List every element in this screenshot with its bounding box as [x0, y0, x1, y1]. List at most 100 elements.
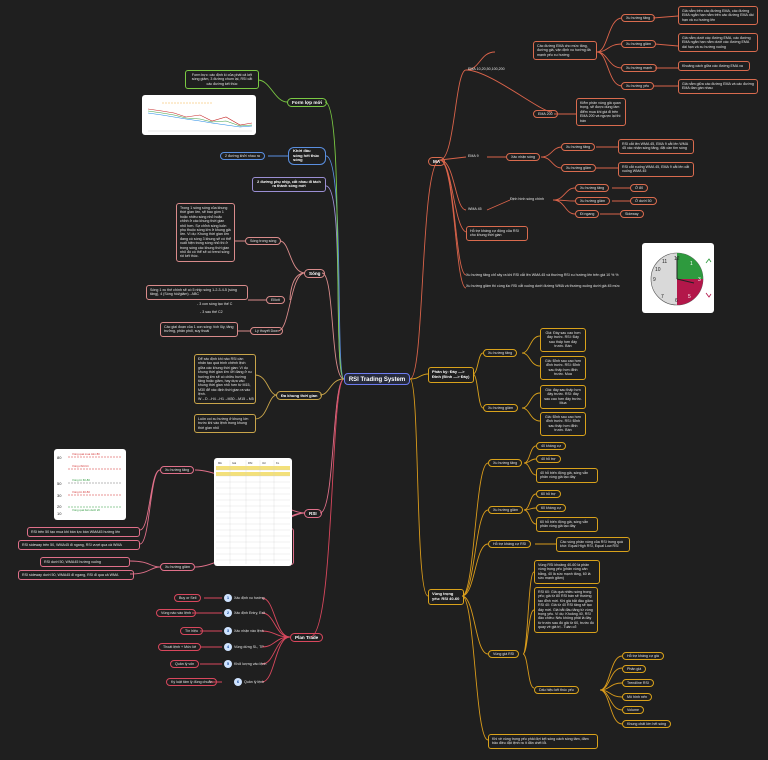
ma-wma45-tang[interactable]: Xu hướng tăng — [575, 184, 610, 193]
ma-ema9-giam-desc: RSI cắt xuống WMA 45, EMA 9 cắt lên cắt … — [618, 162, 694, 177]
ma-wma45-giam[interactable]: Xu hướng giảm — [575, 197, 610, 206]
rsi-table-card: Mã Giá RSI Vol KL — [214, 458, 292, 566]
phanky-tang-b: Giá: Đỉnh sau cao hơn đỉnh trước. RSI: Đ… — [540, 356, 586, 380]
ma-wma45-ngang-val: Sideway — [620, 210, 644, 219]
plan-topic[interactable]: Plan Trade — [290, 633, 324, 643]
vung-rsi-b: RSI 60: Giá quá nhiều sóng trong yếu; gi… — [534, 587, 598, 633]
rsi-giam[interactable]: Xu hướng giảm — [160, 563, 195, 572]
vung-tang-item-0: 40 kháng cự — [536, 442, 566, 451]
ma-clock-card: 12 1 3 5 6 7 9 10 11 — [642, 243, 714, 313]
plan-step-right-1: Xác định xu hướng — [234, 596, 265, 600]
clock-diagram: 12 1 3 5 6 7 9 10 11 — [650, 252, 712, 306]
phanky-topic[interactable]: Phân kỳ: Đáy —> Đỉnh (Đỉnh —> Đáy) — [428, 367, 474, 383]
song-elliott[interactable]: Elliott — [266, 296, 285, 305]
rsi-level-80: 80 — [57, 455, 62, 460]
rsi-level-20: 20 — [57, 504, 62, 509]
rsi-giam-b: RSI sideway dưới 50, WMA45 đi ngang, RSI… — [18, 570, 134, 581]
rsi-legend-3: Vùng từ 40-50 — [72, 490, 90, 494]
clock-num-10: 10 — [655, 267, 661, 273]
vung-giam[interactable]: Xu hướng giảm — [488, 506, 523, 515]
rsi-tang-b: RSI sideway trên 50, WMA45 đi ngang, RSI… — [18, 540, 140, 551]
rsi-levels-diagram: 80 50 30 20 10 Vùng quá mua trên 80 Vùng… — [57, 452, 122, 516]
vung-giam-item-2: 60 hỗ biến động giá, sóng vẫn phân vùng … — [536, 517, 598, 532]
ma-ema9[interactable]: EMA 9 — [468, 154, 479, 158]
ma-ema200[interactable]: EMA 200 — [533, 110, 558, 119]
song-lythuyet[interactable]: Lý thuyết Dow — [250, 327, 283, 336]
phanky-tang[interactable]: Xu hướng tăng — [483, 349, 518, 358]
rsi-level-30: 30 — [57, 493, 62, 498]
ma-ema200-desc: Kiểm phân vùng giá quan trọng, sẽ được d… — [576, 98, 626, 127]
ma-ema9-giam[interactable]: Xu hướng giảm — [561, 164, 596, 173]
ma-topic[interactable]: MA — [428, 157, 446, 167]
rsi-tang[interactable]: Xu hướng tăng — [160, 466, 195, 475]
plan-step-left-3: Tín hiệu — [180, 627, 203, 636]
ma-ema-manh[interactable]: Xu hướng mạnh — [621, 64, 658, 73]
rsi-table-h1: Giá — [232, 461, 237, 465]
rsi-legend-4: Vùng quá bán dưới 20 — [72, 508, 100, 512]
song-bang[interactable]: Sóng trong sóng — [245, 237, 282, 246]
root-topic[interactable]: RSI Trading System — [344, 373, 410, 385]
ma-ema-yeu[interactable]: Xu hướng yếu — [621, 82, 654, 91]
ma-ema-tang[interactable]: Xu hướng tăng — [621, 14, 656, 23]
vung-footer: Khi về vùng trọng yếu phải đợi kết sóng … — [488, 734, 598, 749]
rsi-topic[interactable]: RSI — [304, 509, 322, 519]
ma-ema-giam[interactable]: Xu hướng giảm — [621, 40, 656, 49]
plan-step-left-5: Quản lý vốn — [170, 660, 200, 669]
rsi-legend-card: 80 50 30 20 10 Vùng quá mua trên 80 Vùng… — [54, 449, 126, 520]
song-elliott-b: - 3 sau thế C2 — [200, 310, 223, 314]
ma-ema-giam-desc: Giá nằm dưới các đường EMA, các đường EM… — [678, 33, 758, 53]
vung-dau-hieu-1: Phân giá — [622, 665, 647, 674]
song-topic[interactable]: Sóng — [304, 269, 326, 279]
plan-step-num-6: 6 — [234, 678, 242, 686]
rsi-table-h4: KL — [276, 461, 280, 465]
phanky-tang-a: Giá: Đáy sau cao hơn đáy trước. RSI: Đáy… — [540, 328, 586, 352]
vung-topic[interactable]: Vùng trọng yếu: RSI 40-60 — [428, 589, 464, 605]
plan-step-num-2: 2 — [224, 609, 232, 617]
vung-dau-hieu-4: Volume — [622, 706, 644, 715]
vung-tang-item-1: 40 hỗ trợ — [536, 455, 561, 464]
rsi-legend-2: Vùng từ 60-80 — [72, 478, 90, 482]
rsi-table-h3: Vol — [262, 461, 266, 465]
form-chart-card — [142, 95, 256, 135]
phanky-giam-b: Giá: Đỉnh sau cao hơn đỉnh trước. RSI: Đ… — [540, 412, 586, 436]
plan-step-num-5: 5 — [224, 660, 232, 668]
ma-ema-yeu-desc: Giá nằm giữa các đường EMA và các đường … — [678, 79, 758, 94]
ma-ema9-usage[interactable]: Xác nhận sóng — [506, 153, 540, 162]
ma-ema-group[interactable]: EMA 10,20,50,100,200 — [468, 67, 505, 71]
clock-num-7: 7 — [661, 294, 664, 300]
ma-wma45-ngang[interactable]: Đi ngang — [575, 210, 600, 219]
ma-wma45-giam-val: Ở dưới 50 — [630, 197, 657, 206]
ma-wma45[interactable]: WMA 45 — [468, 207, 482, 211]
rsi-legend-0: Vùng quá mua trên 80 — [72, 452, 100, 456]
ma-ema9-tang[interactable]: Xu hướng tăng — [561, 143, 596, 152]
song-lythuyet-desc: Các giai đoạn của 1 con sóng: tích lũy, … — [160, 322, 238, 337]
plan-step-left-1: Buy or Sell — [174, 594, 202, 603]
song-elliott-a: - 3 con sóng tạo thế C — [197, 302, 233, 306]
ma-note-down: Xu hướng giảm thì cùng lúc RSI cắt xuống… — [466, 284, 620, 288]
vung-dau-hieu-3: Mô hình nến — [622, 693, 652, 702]
plan-step-left-4: Thoát lệnh + Mức lời — [158, 643, 202, 652]
clock-num-3: 3 — [698, 277, 701, 283]
vung-dau-hieu[interactable]: Dấu hiệu kết thúc yếu — [534, 686, 579, 695]
song-elliott-desc: Sóng 1 xu thế chính sẽ có 5 nhịp sóng 1-… — [146, 285, 248, 300]
rsi-tang-a: RSI trên 50 tạo mua khi bán lực bán WMA4… — [27, 527, 140, 538]
timeframe-topic[interactable]: Đa khung thời gian — [276, 391, 323, 401]
form-chart-image — [147, 102, 253, 132]
vung-hotro[interactable]: Hỗ trợ kháng cự RSI — [488, 540, 532, 549]
ma-wma45-tang-val: Ở 80 — [630, 184, 649, 193]
plan-step-right-6: Quản lý lệnh — [244, 680, 265, 684]
vung-rsi[interactable]: Vùng giá RSI — [488, 650, 520, 659]
khoidau-cross[interactable]: 2 đường phụ nhịp, cắt nhau đi tách ra th… — [252, 177, 326, 192]
timeframe-desc2: Luôn coi xu hướng ở khung lớn trước khi … — [194, 414, 256, 434]
rsi-giam-a: RSI dưới 50, WMA45 hướng xuống — [40, 557, 130, 568]
clock-num-6: 6 — [675, 298, 678, 304]
khoidau-topic[interactable]: Khởi đầu sóng hết thúc sóng — [288, 147, 326, 165]
ma-note-up: Xu hướng tăng chỉ xảy ra khi RSI cắt lên… — [466, 273, 619, 277]
ma-wma45-usage[interactable]: Định hình sóng chính — [510, 197, 544, 201]
form-topic[interactable]: Form lợp mới — [287, 98, 328, 108]
phanky-giam[interactable]: Xu hướng giảm — [483, 404, 518, 413]
ma-ema-tang-desc: Giá nằm trên các đường EMA, các đường EM… — [678, 6, 758, 26]
plan-step-right-4: Vùng dừng SL, TP — [234, 645, 264, 649]
vung-tang[interactable]: Xu hướng tăng — [488, 459, 523, 468]
